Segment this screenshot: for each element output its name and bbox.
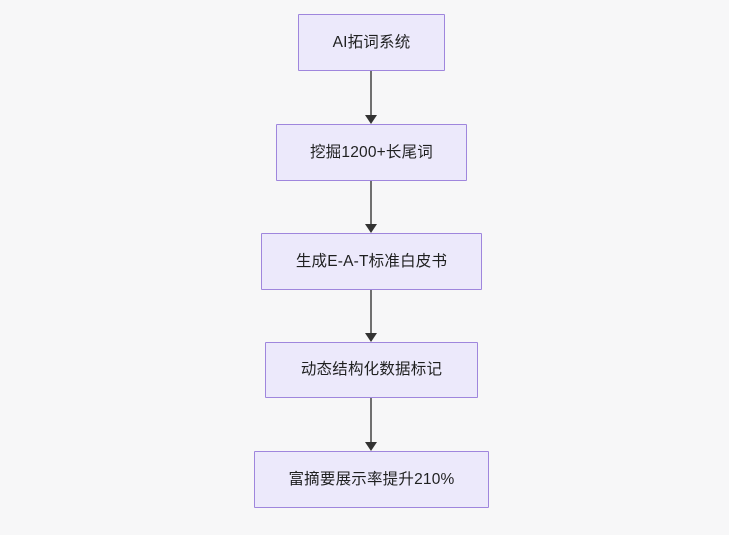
arrow-head-icon [365, 115, 377, 124]
flow-node-generate-eat-whitepaper[interactable]: 生成E-A-T标准白皮书 [261, 233, 482, 290]
flow-node-label: 动态结构化数据标记 [300, 361, 443, 379]
flow-edge-n0-n1 [361, 71, 381, 124]
flow-edge-n3-n4 [361, 398, 381, 451]
flow-edge-n1-n2 [361, 181, 381, 233]
arrow-head-icon [365, 224, 377, 233]
arrow-head-icon [365, 333, 377, 342]
flow-node-mine-longtail-keywords[interactable]: 挖掘1200+长尾词 [276, 124, 467, 181]
flow-node-label: 生成E-A-T标准白皮书 [295, 252, 448, 270]
flow-node-rich-snippet-impression-uplift[interactable]: 富摘要展示率提升210% [254, 451, 489, 508]
arrow-head-icon [365, 442, 377, 451]
flow-node-ai-keyword-system[interactable]: AI拓词系统 [298, 14, 445, 71]
edge-line [370, 290, 372, 333]
flow-node-dynamic-structured-data-markup[interactable]: 动态结构化数据标记 [265, 342, 478, 398]
flow-node-label: 挖掘1200+长尾词 [309, 143, 434, 161]
edge-line [370, 398, 372, 442]
flow-node-label: 富摘要展示率提升210% [288, 470, 455, 488]
flow-edge-n2-n3 [361, 290, 381, 342]
edge-line [370, 181, 372, 224]
edge-line [370, 71, 372, 115]
flow-node-label: AI拓词系统 [332, 33, 411, 51]
